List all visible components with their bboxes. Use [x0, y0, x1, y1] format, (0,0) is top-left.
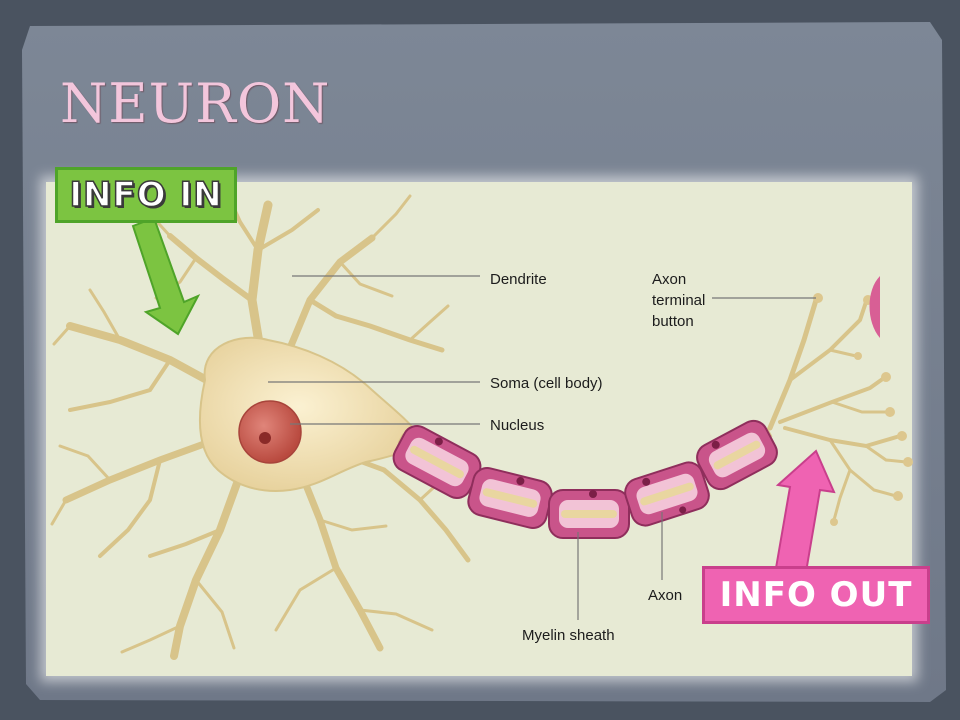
label-axon: Axon	[648, 587, 682, 604]
label-axon-terminal-1: Axon	[652, 271, 686, 288]
info-out-label: INFO OUT	[702, 566, 930, 624]
info-in-label: INFO IN	[55, 167, 237, 223]
label-dendrite: Dendrite	[490, 271, 547, 288]
leader-lines	[268, 275, 816, 620]
info-in-arrow	[131, 216, 201, 336]
label-nucleus: Nucleus	[490, 417, 544, 434]
info-out-arrow	[774, 449, 836, 574]
slide-title: NEURON	[60, 72, 331, 135]
myelin-segments	[392, 419, 778, 539]
nucleolus	[259, 432, 271, 444]
target-cell	[869, 276, 880, 338]
label-soma: Soma (cell body)	[490, 375, 603, 392]
label-myelin: Myelin sheath	[522, 627, 615, 644]
axon-terminals	[767, 297, 908, 522]
label-axon-terminal-2: terminal	[652, 292, 705, 309]
label-axon-terminal-3: button	[652, 313, 694, 330]
nucleus	[238, 400, 302, 464]
